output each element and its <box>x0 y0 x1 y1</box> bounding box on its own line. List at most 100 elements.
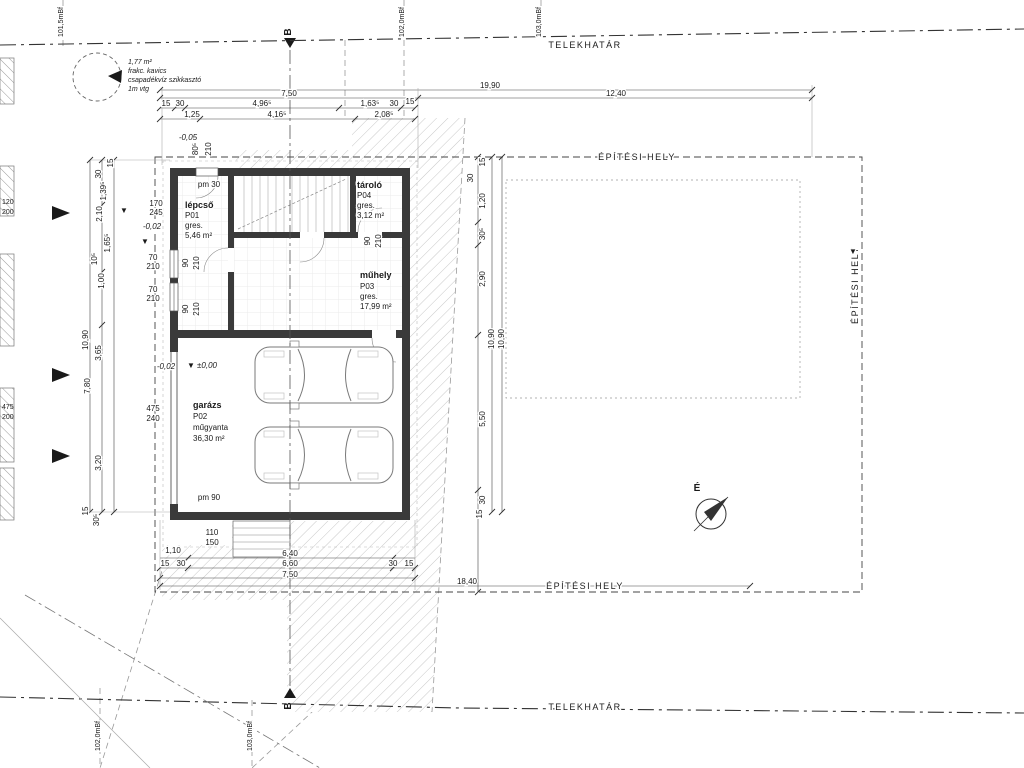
car-mirror <box>289 402 300 410</box>
dimension-label: 10,90 <box>81 329 90 350</box>
dimension-label: 10,90 <box>487 328 496 349</box>
car-mirror <box>289 482 300 490</box>
paved-area-edge <box>431 117 466 713</box>
room-floors <box>178 176 402 330</box>
boundary-diagonal-2 <box>0 617 151 768</box>
dimension-label: 30⁵ <box>478 228 487 240</box>
arrow-icon <box>52 206 70 220</box>
dimension-label: 15 <box>475 509 484 518</box>
entry-door <box>195 167 219 177</box>
north-compass <box>693 496 729 532</box>
car-1 <box>254 340 394 410</box>
room-name: garázs <box>193 400 222 410</box>
north-label: É <box>694 481 701 494</box>
room-label-tarolo: tároló P04 gres. 3,12 m² <box>356 179 386 222</box>
dimension-label: 12,40 <box>606 89 627 98</box>
dimension-label: 70 <box>149 285 158 294</box>
elevation-label: 103,0mBf <box>247 721 254 751</box>
soakaway-note: 1,77 m² frakc. kavics csapadékvíz szikka… <box>128 59 201 93</box>
telekhatar-bottom-label: TELEKHATÁR <box>548 702 621 712</box>
dimension-label: 150 <box>205 538 219 547</box>
door-swing-arc <box>203 247 229 273</box>
dimension-label: 210 <box>146 262 160 271</box>
room-area: 36,30 m² <box>193 434 225 443</box>
room-area: 5,46 m² <box>185 231 212 240</box>
soakaway-note-line: 1,77 m² <box>128 59 152 66</box>
dimension-label: 210 <box>374 234 383 248</box>
dimension-label: 30 <box>389 559 398 568</box>
room-area: 3,12 m² <box>357 211 384 220</box>
soakaway-note-line: 1m vtg <box>128 86 149 93</box>
stair-treads <box>243 176 349 232</box>
room-label-garazs: garázs P02 műgyanta 36,30 m² <box>192 399 231 445</box>
dimension-label: 1,65⁵ <box>103 234 112 253</box>
dimension-label: 210 <box>192 256 201 270</box>
door-swing-arc <box>357 207 383 233</box>
dimension-label: 7,80 <box>83 378 92 394</box>
dimension-label: 90 <box>181 258 190 267</box>
dimension-label: 3,20 <box>94 455 103 471</box>
elevation-label: 102,0mBf <box>399 7 406 37</box>
room-name: lépcső <box>185 200 214 210</box>
dimension-label: ▼ <box>187 361 195 370</box>
dimension-label: 210 <box>192 302 201 316</box>
epitesi-hely-top-label: ÉPÍTÉSI HELY <box>598 152 676 162</box>
room-name: tároló <box>357 180 383 190</box>
dimension-label: 19,90 <box>480 81 501 90</box>
dimension-label: 110 <box>206 528 219 537</box>
boundary-diagonal <box>24 594 321 768</box>
room-label-muhely: műhely P03 gres. 17,99 m² <box>359 269 394 313</box>
openings <box>169 167 397 504</box>
paved-area-hatch <box>162 118 465 712</box>
dimension-label: 70 <box>149 253 158 262</box>
dimension-label: 210 <box>204 142 213 156</box>
dimension-label: 1,00 <box>97 273 106 289</box>
entrance-steps <box>232 520 291 558</box>
dimension-label: 15 <box>162 99 171 108</box>
section-marker-top-icon <box>284 38 296 48</box>
dimension-label: 7,50 <box>282 570 298 579</box>
dimension-label: 30⁵ <box>92 514 101 526</box>
room-id: P04 <box>357 191 372 200</box>
section-label-bottom: B <box>283 702 294 709</box>
dim-label: 200 <box>2 414 14 421</box>
dimension-label: 15 <box>81 506 90 515</box>
dimension-label: pm 90 <box>198 493 221 502</box>
dimension-label: 3,65 <box>94 345 103 361</box>
room-floor: gres. <box>357 201 375 210</box>
dimension-label: 80⁵ <box>191 143 200 155</box>
section-marker-bottom-icon <box>284 688 296 698</box>
dimension-label: 30 <box>466 173 475 182</box>
dimension-label: 2,10 <box>95 206 104 222</box>
building-walls <box>170 168 410 520</box>
dimension-label: 15 <box>161 559 170 568</box>
existing-building-dims: 120 200 475 200 <box>2 199 14 421</box>
elevation-label: 101,5mBf <box>58 7 65 37</box>
property-boundary-top <box>0 28 1024 46</box>
room-floor: gres. <box>185 221 203 230</box>
room-id: P03 <box>360 282 375 291</box>
epitesi-hely-right-label: ÉPÍTÉSI HELY <box>850 246 860 324</box>
dimension-label: -0,02 <box>143 222 162 231</box>
dimension-label: 15 <box>405 559 414 568</box>
dimension-label: 240 <box>146 414 160 423</box>
property-boundary-bottom <box>0 696 1024 714</box>
dimension-label: ▼ <box>141 237 149 246</box>
dim-label: 475 <box>2 404 14 411</box>
dimension-label: 475 <box>146 404 160 413</box>
building-area-inner-boundary <box>505 179 801 399</box>
dimension-label: 1,10 <box>165 546 181 555</box>
dimension-label: 5,50 <box>478 411 487 427</box>
dim-label: 200 <box>2 209 14 216</box>
dimension-label: 10⁵ <box>90 253 99 265</box>
car-mirror <box>289 340 300 348</box>
dimension-label: 30 <box>177 559 186 568</box>
dimension-label: -0,02 <box>157 362 176 371</box>
room-id: P01 <box>185 211 200 220</box>
elevation-label: 102,0mBf <box>95 721 102 751</box>
dimension-label: 10,90 <box>497 328 506 349</box>
north-needle-icon <box>704 497 728 521</box>
arrow-icon <box>52 449 70 463</box>
